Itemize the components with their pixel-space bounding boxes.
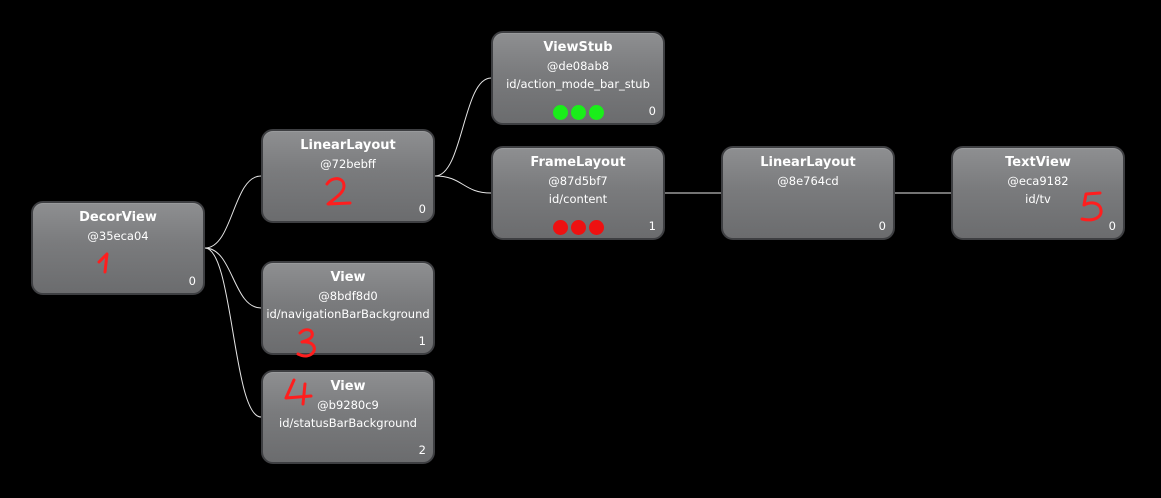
node-title: View (330, 379, 366, 394)
node-hash: @b9280c9 (317, 398, 379, 412)
status-dot (588, 220, 604, 235)
node-index: 0 (188, 274, 196, 288)
node-hash: @35eca04 (87, 229, 149, 243)
node-index: 1 (648, 219, 656, 233)
node-view-status-bar[interactable]: View @b9280c9 id/statusBarBackground 2 (261, 370, 435, 464)
status-dot (552, 220, 568, 235)
node-linearlayout-2[interactable]: LinearLayout @8e764cd 0 (721, 146, 895, 240)
node-hash: @8bdf8d0 (318, 289, 378, 303)
edge-decorview-to-linearlayout-1 (204, 175, 262, 249)
node-title: FrameLayout (530, 155, 626, 170)
node-index: 1 (418, 334, 426, 348)
edge-decorview-to-view-nav (204, 247, 262, 309)
node-index: 0 (648, 104, 656, 118)
node-textview[interactable]: TextView @eca9182 id/tv 0 (951, 146, 1125, 240)
status-dot (570, 220, 586, 235)
status-dots-green (493, 105, 663, 121)
node-id: id/statusBarBackground (279, 416, 417, 430)
node-index: 0 (878, 219, 886, 233)
node-title: TextView (1005, 155, 1071, 170)
node-index: 2 (418, 443, 426, 457)
status-dot (552, 105, 568, 120)
status-dot (570, 105, 586, 120)
status-dots-red (493, 220, 663, 236)
node-id: id/navigationBarBackground (266, 307, 430, 321)
node-id: id/content (548, 192, 608, 206)
node-title: LinearLayout (760, 155, 856, 170)
node-title: DecorView (79, 210, 157, 225)
node-hash: @de08ab8 (546, 59, 610, 73)
node-id: id/tv (1025, 192, 1051, 206)
node-decorview[interactable]: DecorView @35eca04 0 (31, 201, 205, 295)
node-title: LinearLayout (300, 138, 396, 153)
node-title: View (330, 270, 366, 285)
edge-linearlayout-1-to-viewstub (434, 77, 492, 177)
node-title: ViewStub (543, 40, 613, 55)
node-hash: @87d5bf7 (548, 174, 608, 188)
node-framelayout[interactable]: FrameLayout @87d5bf7 id/content 1 (491, 146, 665, 240)
node-index: 0 (1108, 219, 1116, 233)
edge-decorview-to-view-status (204, 247, 262, 418)
node-hash: @eca9182 (1007, 174, 1069, 188)
node-view-navigation-bar[interactable]: View @8bdf8d0 id/navigationBarBackground… (261, 261, 435, 355)
node-viewstub[interactable]: ViewStub @de08ab8 id/action_mode_bar_stu… (491, 31, 665, 125)
node-id: id/action_mode_bar_stub (506, 77, 650, 91)
node-index: 0 (418, 202, 426, 216)
node-hash: @8e764cd (777, 174, 839, 188)
node-hash: @72bebff (320, 157, 376, 171)
edge-linearlayout-1-to-framelayout (434, 175, 492, 194)
node-linearlayout-1[interactable]: LinearLayout @72bebff 0 (261, 129, 435, 223)
status-dot (588, 105, 604, 120)
